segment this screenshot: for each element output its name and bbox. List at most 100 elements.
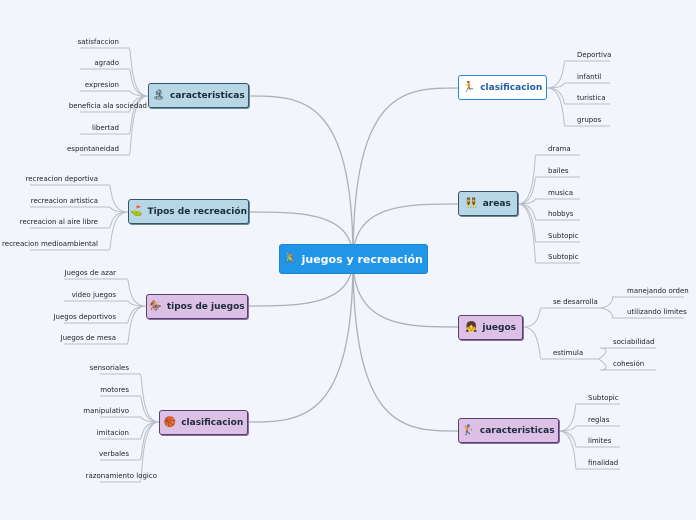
- leaf-topic[interactable]: sensoriales: [89, 364, 129, 372]
- golfer-icon: 🏌: [462, 424, 475, 436]
- leaf-topic[interactable]: musica: [548, 189, 573, 197]
- leaf-topic[interactable]: beneficia ala sociedad: [68, 102, 147, 110]
- leaf-topic[interactable]: utilizando limites: [627, 308, 687, 316]
- leaf-topic[interactable]: Subtopic: [548, 253, 579, 261]
- connector-line: [139, 373, 160, 423]
- leaf-topic[interactable]: recreacion deportiva: [25, 175, 98, 183]
- connector-line: [128, 68, 149, 97]
- connector-line: [558, 430, 577, 448]
- branch-label: caracteristicas: [479, 425, 555, 436]
- leaf-topic[interactable]: grupos: [577, 116, 602, 124]
- leaf-topic[interactable]: limites: [588, 437, 612, 445]
- central-topic-label: juegos y recreación: [301, 252, 423, 266]
- connector-line: [352, 87, 459, 260]
- leaf-topic[interactable]: reglas: [588, 416, 610, 424]
- branch-label: Tipos de recreación: [147, 206, 247, 217]
- connector-line: [558, 403, 577, 432]
- central-topic[interactable]: 🚴 juegos y recreación: [279, 244, 428, 274]
- leaf-topic[interactable]: bailes: [548, 167, 569, 175]
- branch-label: caracteristicas: [170, 90, 245, 101]
- connector-line: [128, 47, 149, 97]
- leaf-topic[interactable]: espontaneidad: [66, 145, 119, 153]
- leaf-topic[interactable]: infantil: [577, 73, 602, 81]
- leaf-topic[interactable]: expresion: [84, 81, 119, 89]
- golf-flag-icon: ⛳: [130, 205, 143, 217]
- connector-line: [597, 347, 607, 360]
- branch-tipos-de-juegos[interactable]: 🏇 tipos de juegos: [146, 294, 248, 319]
- leaf-topic[interactable]: turistica: [577, 94, 606, 102]
- connector-line: [139, 395, 160, 423]
- leaf-topic[interactable]: drama: [548, 145, 571, 153]
- dancers-icon: 👯: [465, 197, 478, 209]
- branch-areas[interactable]: 👯 areas: [458, 191, 518, 216]
- connector-line: [546, 87, 566, 127]
- connector-line: [352, 258, 459, 328]
- leaf-topic[interactable]: sociabilidad: [613, 338, 655, 346]
- connector-line: [108, 206, 129, 213]
- basketball-icon: 🏀: [163, 416, 177, 428]
- leaf-topic[interactable]: Subtopic: [588, 394, 619, 402]
- connector-line: [139, 421, 160, 483]
- cyclist-icon: 🚴: [284, 253, 297, 264]
- leaf-topic[interactable]: agrado: [94, 59, 119, 67]
- branch-label: juegos: [482, 322, 517, 333]
- branch-caracteristicas-right[interactable]: 🏌 caracteristicas: [458, 418, 559, 443]
- leaf-topic[interactable]: recreacion artistica: [30, 197, 98, 205]
- branch-label: clasificacion: [480, 82, 543, 93]
- leaf-topic[interactable]: manejando orden: [627, 287, 689, 295]
- connector-line: [517, 203, 537, 221]
- connector-line: [247, 258, 354, 423]
- connector-line: [558, 430, 577, 470]
- leaf-topic[interactable]: manipulativo: [83, 407, 129, 415]
- leaf-topic[interactable]: satisfaccion: [77, 38, 119, 46]
- connector-line: [248, 95, 354, 260]
- leaf-topic[interactable]: Juegos deportivos: [53, 313, 116, 321]
- branch-juegos[interactable]: 👧 juegos: [458, 315, 523, 340]
- subtopic-se-desarrolla[interactable]: se desarrolla: [553, 298, 598, 306]
- branch-caracteristicas[interactable]: 🏝 caracteristicas: [148, 83, 249, 108]
- connector-line: [597, 358, 607, 371]
- connector-line: [126, 278, 147, 307]
- branch-label: tipos de juegos: [166, 301, 245, 312]
- connector-line: [126, 305, 147, 345]
- leaf-topic[interactable]: motores: [100, 386, 129, 394]
- connector-line: [517, 203, 537, 264]
- leaf-topic[interactable]: Subtopic: [548, 232, 579, 240]
- leaf-topic[interactable]: Juegos de azar: [64, 269, 116, 277]
- connector-line: [546, 60, 566, 89]
- connector-line: [522, 326, 542, 360]
- connector-line: [522, 307, 542, 328]
- leaf-topic[interactable]: hobbys: [548, 210, 574, 218]
- connector-line: [128, 95, 149, 156]
- leaf-topic[interactable]: imitacion: [96, 429, 129, 437]
- connector-line: [517, 154, 537, 205]
- leaf-topic[interactable]: libertad: [92, 124, 119, 132]
- branch-clasificacion-left[interactable]: 🏀 clasificacion: [159, 410, 248, 435]
- leaf-topic[interactable]: Juegos de mesa: [60, 334, 116, 342]
- leaf-topic[interactable]: verbales: [99, 450, 129, 458]
- connector-line: [108, 211, 129, 229]
- connector-line: [517, 176, 537, 205]
- branch-clasificacion-right[interactable]: 🏃 clasificacion: [458, 75, 547, 100]
- connector-line: [108, 211, 129, 251]
- branch-tipos-de-recreacion[interactable]: ⛳ Tipos de recreación: [128, 199, 249, 224]
- leaf-topic[interactable]: video juegos: [71, 291, 116, 299]
- leaf-topic[interactable]: cohesión: [613, 360, 645, 368]
- connector-line: [352, 203, 459, 260]
- leaf-topic[interactable]: recreacion al aire libre: [19, 218, 98, 226]
- connector-line: [558, 425, 577, 432]
- connector-line: [546, 87, 566, 105]
- subtopic-estimula[interactable]: estimula: [553, 349, 584, 357]
- leaf-topic[interactable]: recreacion medioambiental: [2, 240, 98, 248]
- horse-racing-icon: 🏇: [149, 300, 162, 312]
- connector-line: [352, 258, 459, 432]
- leaf-topic[interactable]: finalidad: [588, 459, 619, 467]
- leaf-topic[interactable]: Deportiva: [577, 51, 612, 59]
- connector-line: [139, 421, 160, 440]
- leaf-topic[interactable]: razonamiento logico: [85, 472, 157, 480]
- branch-label: areas: [482, 198, 511, 209]
- girl-icon: 👧: [464, 321, 478, 333]
- island-icon: 🏝: [152, 89, 165, 101]
- connector-line: [126, 300, 147, 307]
